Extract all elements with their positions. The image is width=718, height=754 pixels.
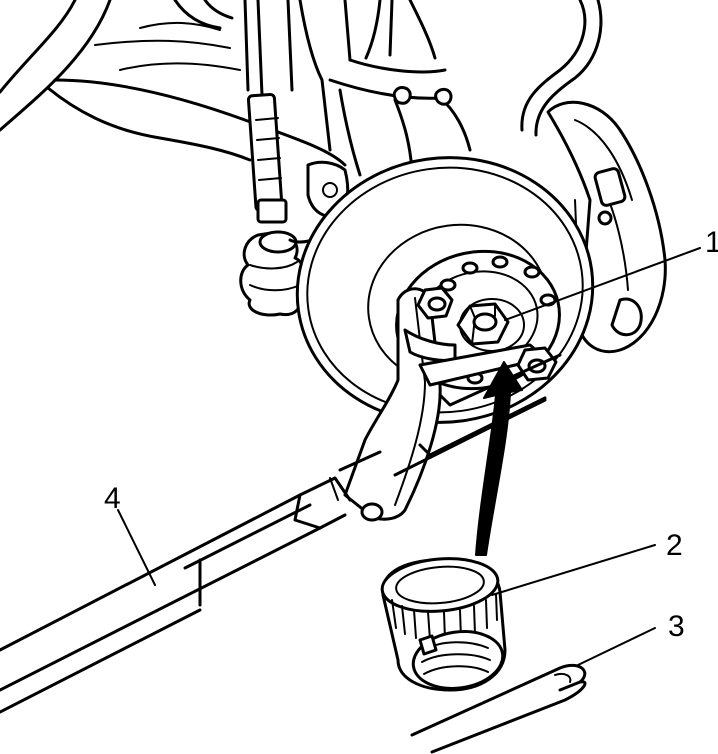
cotter-pin <box>410 663 587 754</box>
brake-hose <box>520 0 603 137</box>
tool-pin <box>360 502 384 522</box>
suspension-subframe <box>0 0 347 167</box>
hub-hole <box>461 261 479 275</box>
wheel-bolt-upper <box>416 286 454 320</box>
callout-1: 1 <box>705 226 718 259</box>
callout-2: 2 <box>666 529 683 562</box>
leader-lines <box>117 247 701 666</box>
hub-hole <box>523 265 541 279</box>
new-hub-nut <box>380 557 507 692</box>
leader-line-2 <box>491 544 656 596</box>
tie-rod <box>246 92 288 224</box>
hub-hole <box>439 278 457 292</box>
callout-3: 3 <box>668 610 685 643</box>
leader-line-4 <box>117 509 156 586</box>
hub-hole <box>491 255 509 269</box>
curved-arrow <box>475 361 523 556</box>
hub-nut <box>456 302 510 346</box>
leader-line-3 <box>577 627 656 666</box>
callout-4: 4 <box>104 482 121 515</box>
leader-line-1 <box>504 247 701 321</box>
ball-joint-boot <box>239 230 306 317</box>
